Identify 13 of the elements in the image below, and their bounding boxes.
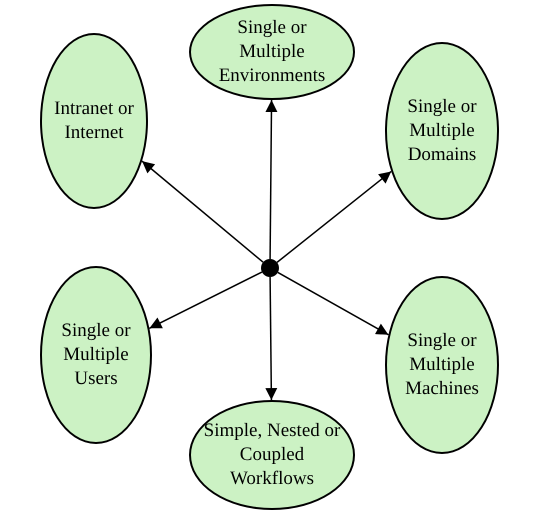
arrow	[277, 272, 389, 336]
node-label: Single or Multiple Domains	[406, 95, 478, 167]
arrow	[142, 160, 264, 263]
arrow	[149, 271, 262, 329]
center-dot	[261, 259, 279, 277]
node-label: Single or Multiple Machines	[404, 329, 480, 401]
node-label: Simple, Nested or Coupled Workflows	[202, 419, 342, 491]
arrow	[276, 170, 392, 263]
node-label: Intranet or Internet	[54, 97, 134, 145]
node-label: Single or Multiple Environments	[218, 16, 326, 88]
arrow	[265, 100, 278, 259]
node-label: Single or Multiple Users	[60, 319, 132, 391]
arrow	[265, 277, 278, 400]
